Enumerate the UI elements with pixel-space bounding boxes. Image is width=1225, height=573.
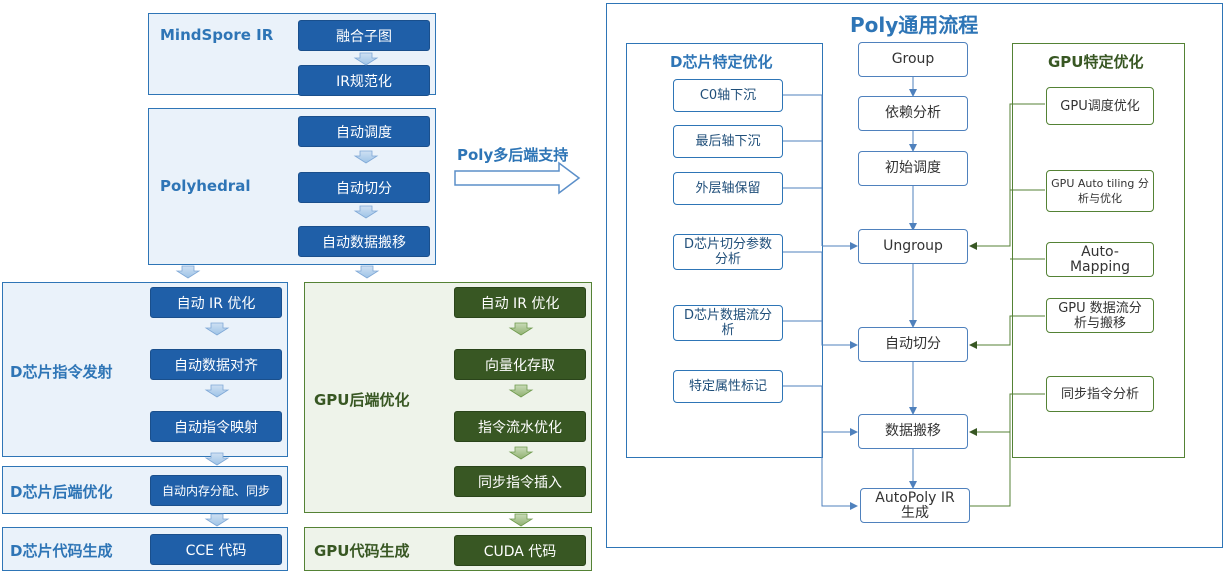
outer-axis-keep-box: 外层轴保留	[673, 172, 783, 205]
initial-schedule-box: 初始调度	[858, 151, 968, 186]
cuda-code-step: CUDA 代码	[454, 535, 586, 566]
arrow-down-icon	[508, 384, 534, 398]
ungroup-box: Ungroup	[858, 229, 968, 264]
c0-axis-sink-box: C0轴下沉	[673, 79, 783, 112]
arrow-down-icon	[204, 513, 230, 527]
attr-mark-box: 特定属性标记	[673, 370, 783, 403]
auto-tiling-step: 自动切分	[298, 172, 430, 203]
arrow-down-icon	[508, 322, 534, 336]
d-dataflow-box: D芯片数据流分析	[673, 305, 783, 341]
big-right-arrow-icon	[454, 161, 581, 195]
arrow-down-icon	[204, 452, 230, 466]
vectorized-access-step: 向量化存取	[454, 349, 586, 380]
d-backend-label: D芯片后端优化	[10, 483, 113, 501]
d-specific-label: D芯片特定优化	[670, 53, 773, 71]
arrow-down-icon	[204, 322, 230, 336]
d-auto-instr-map-step: 自动指令映射	[150, 411, 282, 442]
polyhedral-label: Polyhedral	[160, 177, 251, 195]
arrow-down-icon	[175, 265, 201, 279]
arrow-down-icon	[204, 384, 230, 398]
gpu-dataflow-box: GPU 数据流分析与搬移	[1046, 298, 1154, 333]
auto-tiling-box: 自动切分	[858, 327, 968, 362]
fuse-subgraph-step: 融合子图	[298, 20, 430, 51]
gpu-specific-label: GPU特定优化	[1048, 53, 1144, 71]
left-flow-arrows	[175, 52, 581, 527]
dependency-analysis-box: 依赖分析	[858, 96, 968, 131]
d-codegen-label: D芯片代码生成	[10, 542, 113, 560]
gpu-auto-tiling-box: GPU Auto tiling 分析与优化	[1046, 170, 1154, 212]
arrow-down-icon	[508, 513, 534, 527]
gpu-codegen-label: GPU代码生成	[314, 542, 410, 560]
ir-normalize-step: IR规范化	[298, 65, 430, 96]
arrow-down-icon	[508, 446, 534, 460]
mindspore-ir-label: MindSpore IR	[160, 26, 274, 44]
arrow-down-icon	[353, 52, 379, 66]
poly-flow-title: Poly通用流程	[850, 13, 979, 37]
gpu-schedule-opt-box: GPU调度优化	[1046, 87, 1154, 125]
data-move-box: 数据搬移	[858, 414, 968, 449]
d-mem-alloc-sync-step: 自动内存分配、同步	[150, 475, 282, 506]
sync-instr-insert-step: 同步指令插入	[454, 466, 586, 497]
d-tiling-param-box: D芯片切分参数分析	[673, 234, 783, 270]
cce-code-step: CCE 代码	[150, 534, 282, 565]
d-auto-ir-opt-step: 自动 IR 优化	[150, 287, 282, 318]
auto-schedule-step: 自动调度	[298, 116, 430, 147]
poly-multi-backend-label: Poly多后端支持	[457, 146, 569, 164]
d-auto-data-align-step: 自动数据对齐	[150, 349, 282, 380]
gpu-backend-label: GPU后端优化	[314, 391, 410, 409]
last-axis-sink-box: 最后轴下沉	[673, 125, 783, 158]
arrow-down-icon	[353, 205, 379, 219]
instr-pipeline-opt-step: 指令流水优化	[454, 411, 586, 442]
arrow-down-icon	[354, 265, 380, 279]
sync-instr-analysis-box: 同步指令分析	[1046, 376, 1154, 412]
group-box: Group	[858, 42, 968, 77]
d-emit-label: D芯片指令发射	[10, 363, 113, 381]
arrow-down-icon	[353, 150, 379, 164]
auto-data-move-step: 自动数据搬移	[298, 226, 430, 257]
autopoly-ir-gen-box: AutoPoly IR 生成	[860, 488, 970, 523]
auto-mapping-box: Auto-Mapping	[1046, 242, 1154, 277]
gpu-auto-ir-opt-step: 自动 IR 优化	[454, 287, 586, 318]
